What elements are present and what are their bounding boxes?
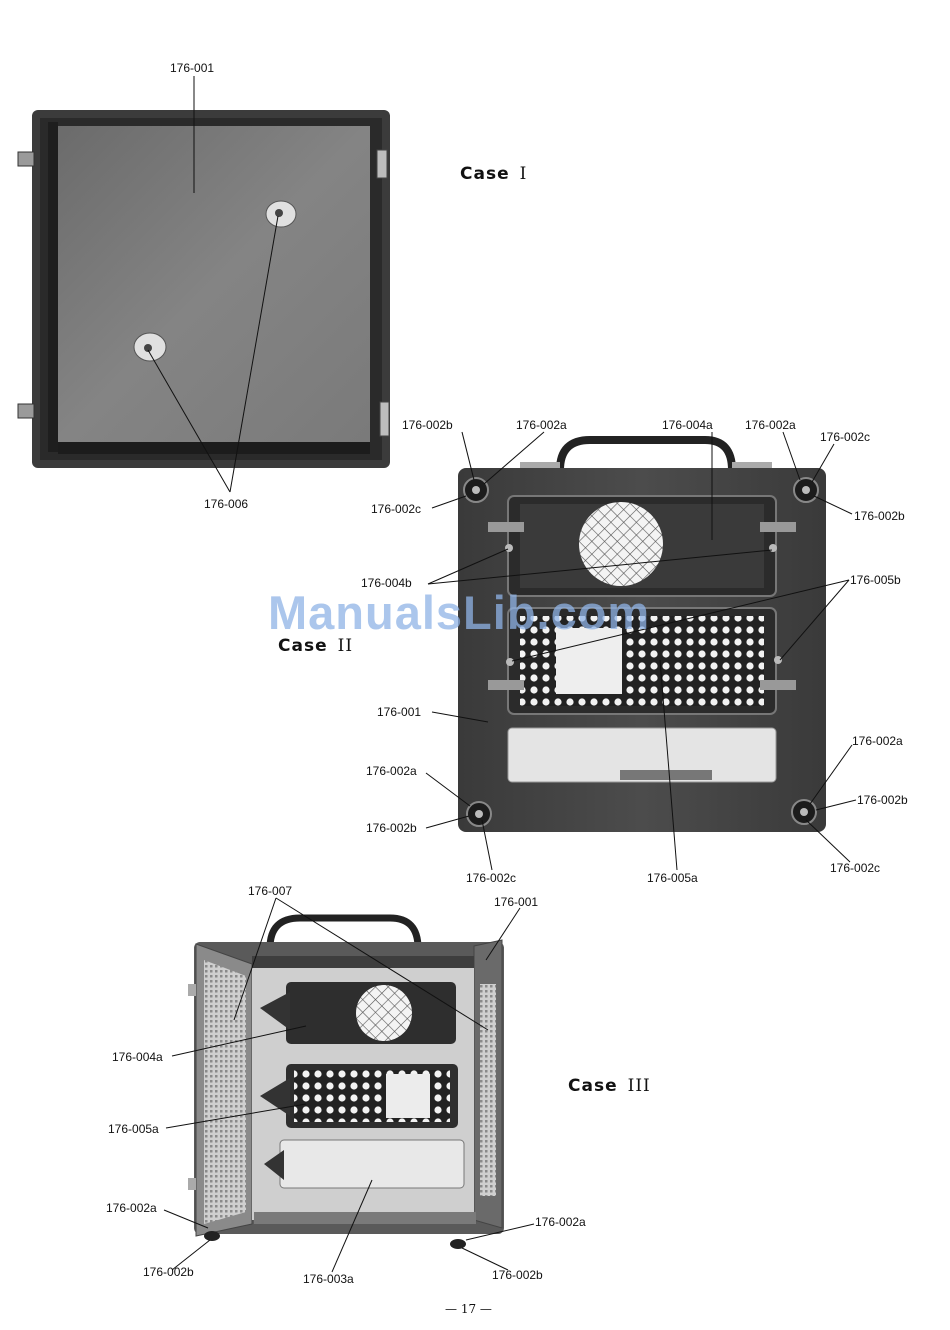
case-1-label: Case	[460, 164, 510, 184]
case-3-interior-photo	[164, 898, 534, 1272]
part-label: 176-002c	[830, 861, 880, 875]
part-label: 176-002a	[535, 1215, 586, 1229]
page-number: — 17 —	[445, 1302, 492, 1316]
part-label: 176-002b	[402, 418, 453, 432]
part-label: 176-002b	[143, 1265, 194, 1279]
part-label: 176-001	[494, 895, 538, 909]
part-label: 176-005a	[108, 1122, 159, 1136]
part-label: 176-007	[248, 884, 292, 898]
part-label: 176-004a	[112, 1050, 163, 1064]
part-label: 176-002c	[371, 502, 421, 516]
part-label: 176-002b	[492, 1268, 543, 1282]
case-1-lid-photo	[18, 76, 390, 492]
part-label: 176-003a	[303, 1272, 354, 1286]
part-label: 176-002a	[366, 764, 417, 778]
case-1-title: Case I	[460, 164, 527, 184]
part-label: 176-002b	[857, 793, 908, 807]
case-3-title: Case III	[568, 1076, 651, 1096]
part-label: 176-002b	[366, 821, 417, 835]
part-label: 176-001	[377, 705, 421, 719]
part-label: 176-002c	[820, 430, 870, 444]
part-label: 176-005b	[850, 573, 901, 587]
part-label: 176-004a	[662, 418, 713, 432]
case-3-label: Case	[568, 1076, 618, 1096]
part-label: 176-002a	[516, 418, 567, 432]
part-label: 176-001	[170, 61, 214, 75]
part-label: 176-002a	[852, 734, 903, 748]
part-label: 176-006	[204, 497, 248, 511]
part-label: 176-002c	[466, 871, 516, 885]
part-label: 176-002a	[106, 1201, 157, 1215]
part-label: 176-005a	[647, 871, 698, 885]
watermark: ManualsLib.com	[268, 585, 650, 640]
part-label: 176-002b	[854, 509, 905, 523]
part-label: 176-002a	[745, 418, 796, 432]
case-3-numeral: III	[628, 1076, 651, 1096]
case-1-numeral: I	[520, 164, 528, 184]
case-2-front-photo	[426, 432, 856, 870]
